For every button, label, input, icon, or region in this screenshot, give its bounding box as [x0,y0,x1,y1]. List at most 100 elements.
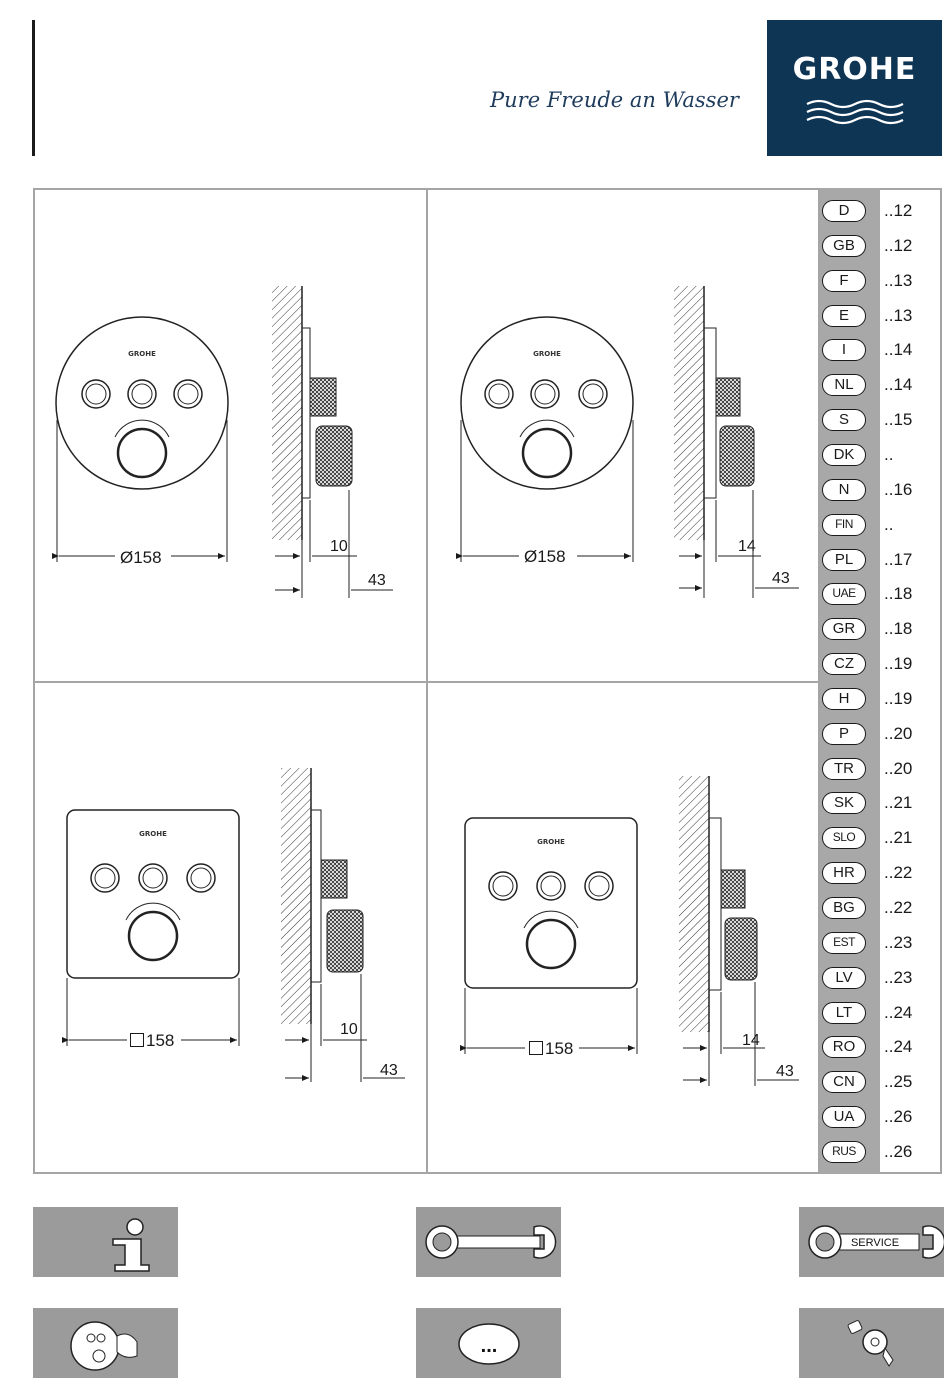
language-badge-h[interactable]: H [822,687,866,710]
language-badge-cn[interactable]: CN [822,1071,866,1094]
language-badge-ro[interactable]: RO [822,1036,866,1059]
language-page-f: ..13 [884,270,913,290]
panel-round-10: GROHE [52,286,393,598]
service-icon-tile: SERVICE [799,1207,946,1277]
installation-icon-tile [33,1308,178,1378]
panel-square-10: GROHE [62,768,405,1082]
depth-label: 14 [742,1032,760,1049]
panel-round-14: GROHE [456,286,799,598]
language-page-h: ..19 [884,688,913,708]
side-profile [281,768,364,1024]
language-page-nl: ..14 [884,375,913,395]
width-label: 158 [127,1031,178,1051]
more-icon[interactable]: ... [416,1308,561,1378]
dimension-lines [62,974,405,1082]
language-page-ro: ..24 [884,1037,913,1057]
maintenance-icon [847,1320,894,1367]
wrench-icon-tile [416,1207,561,1277]
language-page-e: ..13 [884,305,913,325]
language-badge-pl[interactable]: PL [822,548,866,571]
language-page-ua: ..26 [884,1107,913,1127]
language-badge-tr[interactable]: TR [822,757,866,780]
round-faceplate: GROHE [460,316,634,490]
header-rule [32,20,35,156]
total-depth-label: 43 [368,572,386,589]
side-profile [679,776,758,1032]
language-page-uae: ..18 [884,584,913,604]
depth-label: 14 [738,538,756,555]
language-page-gb: ..12 [884,235,913,255]
language-badge-slo[interactable]: SLO [822,827,866,850]
language-badge-fin[interactable]: FIN [822,513,866,536]
language-badge-cz[interactable]: CZ [822,653,866,676]
language-page-lt: ..24 [884,1002,913,1022]
water-waves-icon [806,99,904,125]
language-page-i: ..14 [884,340,913,360]
language-badge-e[interactable]: E [822,304,866,327]
language-page-bg: ..22 [884,898,913,917]
total-depth-label: 43 [772,570,790,587]
grohe-logo: GROHE [767,20,942,156]
svg-text:GROHE: GROHE [128,350,156,358]
language-badge-s[interactable]: S [822,409,866,432]
language-page-est: ..23 [884,932,913,952]
square-faceplate: GROHE [464,817,638,989]
language-page-fin: .. [884,514,894,534]
language-page-tr: ..20 [884,758,913,778]
language-badge-bg[interactable]: BG [822,897,866,919]
width-label: Ø158 [117,548,165,568]
brand-tagline: Pure Freude an Wasser [490,88,739,112]
language-page-pl: ..17 [884,549,913,569]
total-depth-label: 43 [776,1063,794,1080]
language-page-rus: ..26 [884,1141,913,1161]
installation-icon [70,1321,138,1371]
language-page-cn: ..25 [884,1072,913,1092]
language-column [820,188,880,1174]
wrench-icon [425,1225,557,1259]
language-badge-n[interactable]: N [822,478,866,501]
info-icon-tile [33,1207,178,1277]
square-symbol-icon [529,1041,543,1055]
side-profile [674,286,755,540]
language-badge-ua[interactable]: UA [822,1106,866,1129]
language-page-lv: ..23 [884,967,913,987]
width-label: 158 [526,1039,577,1059]
svg-text:GROHE: GROHE [533,350,561,358]
language-page-s: ..15 [884,410,913,430]
total-depth-label: 43 [380,1062,398,1079]
depth-label: 10 [330,538,348,555]
language-badge-gb[interactable]: GB [822,234,866,257]
language-badge-sk[interactable]: SK [822,792,866,815]
language-badge-lv[interactable]: LV [822,966,866,989]
square-faceplate: GROHE [66,809,240,979]
language-page-gr: ..18 [884,619,913,639]
square-symbol-icon [130,1033,144,1047]
service-label: SERVICE [851,1237,899,1249]
language-badge-hr[interactable]: HR [822,862,866,885]
language-badge-p[interactable]: P [822,722,866,745]
language-badge-dk[interactable]: DK [822,443,866,466]
language-badge-lt[interactable]: LT [822,1001,866,1024]
more-icon-tile[interactable]: ... [416,1308,561,1378]
language-badge-f[interactable]: F [822,269,866,292]
language-badge-est[interactable]: EST [822,931,866,954]
more-label: ... [481,1335,498,1357]
language-badge-gr[interactable]: GR [822,618,866,641]
panel-square-14: GROHE [460,776,799,1086]
logo-text: GROHE [792,52,917,87]
svg-text:GROHE: GROHE [537,838,565,846]
language-badge-rus[interactable]: RUS [822,1140,866,1163]
dimension-lines [456,420,799,598]
dimension-lines [52,420,393,598]
language-page-n: ..16 [884,479,913,499]
language-page-hr: ..22 [884,863,913,883]
side-profile [272,286,353,540]
language-badge-i[interactable]: I [822,339,866,362]
language-badge-uae[interactable]: UAE [822,583,866,606]
language-badge-d[interactable]: D [822,200,866,222]
maintenance-icon-tile [799,1308,944,1378]
dimension-lines [460,982,799,1086]
language-page-p: ..20 [884,723,913,743]
language-badge-nl[interactable]: NL [822,374,866,397]
